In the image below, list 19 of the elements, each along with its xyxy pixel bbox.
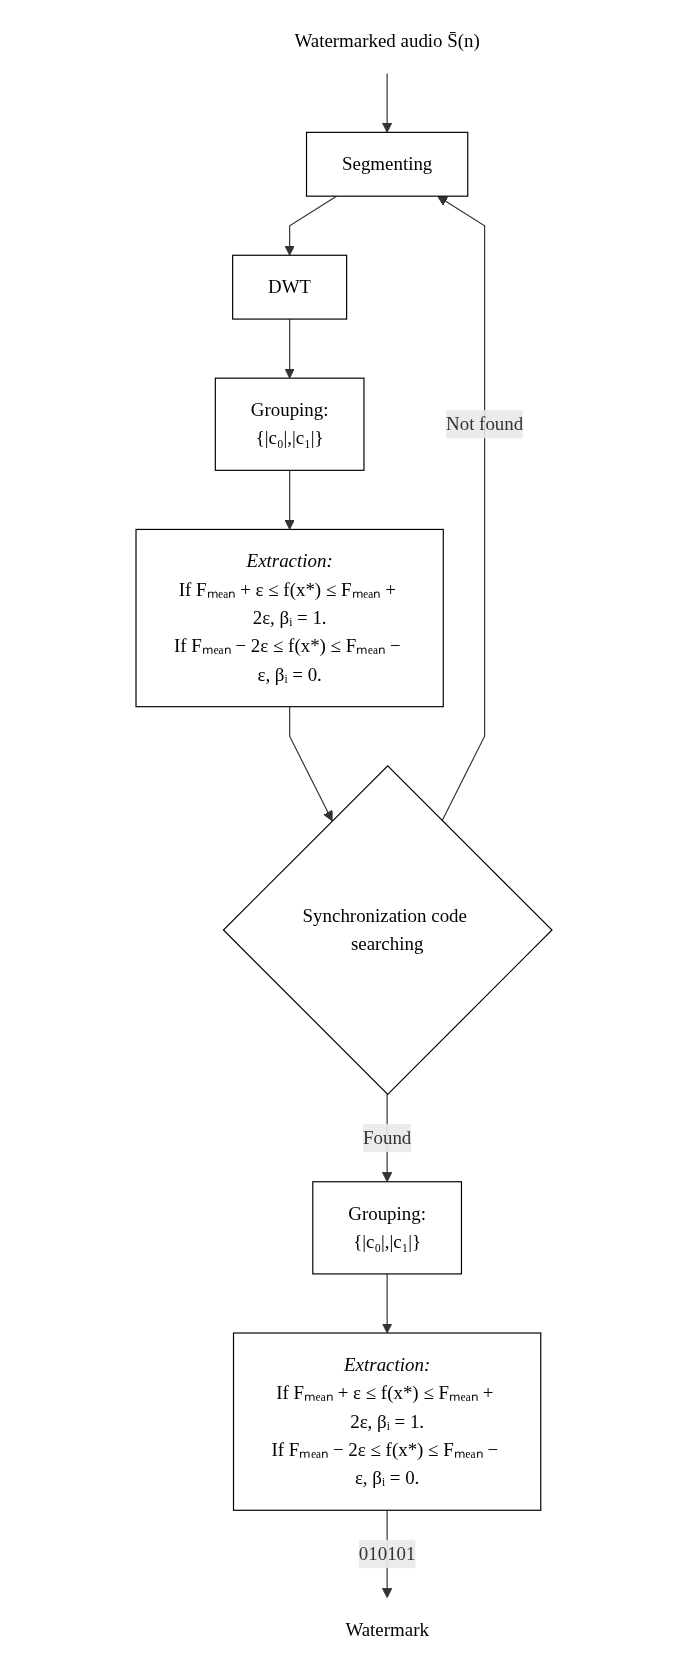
edge-label: Not found [446, 413, 524, 434]
arrow [381, 1273, 393, 1334]
node-box: Extraction: If Fₘₑₐₙ + ε ≤ f(x*) ≤ Fₘₑₐₙ + 2ε, βᵢ = 1. If Fₘₑₐₙ − 2ε ≤ f(x*) ≤ Fₘₑₐₙ − ε, βᵢ = 0. [232, 1332, 542, 1511]
node-box: Grouping: {|c₀|,|c₁|} [214, 377, 365, 471]
node-box: Segmenting [305, 131, 469, 197]
edge-label: Found [362, 1127, 412, 1148]
arrow [284, 469, 295, 530]
arrow [381, 72, 393, 133]
node-text: Watermarked audio S̄(n) [294, 30, 480, 51]
node-box: Grouping: {|c₀|,|c₁|} [312, 1181, 463, 1275]
node-box: DWT [232, 254, 348, 320]
arrow [437, 195, 486, 822]
edge-label: 010101 [358, 1543, 416, 1564]
arrow [284, 318, 295, 379]
node-text: Watermark [345, 1619, 429, 1640]
arrow [284, 195, 338, 256]
node-box: Extraction: If Fₘₑₐₙ + ε ≤ f(x*) ≤ Fₘₑₐₙ + 2ε, βᵢ = 1. If Fₘₑₐₙ − 2ε ≤ f(x*) ≤ Fₘₑₐₙ − ε, βᵢ = 0. [135, 528, 444, 708]
arrow [289, 706, 333, 822]
node-diamond: Synchronization code searching [222, 764, 553, 1096]
